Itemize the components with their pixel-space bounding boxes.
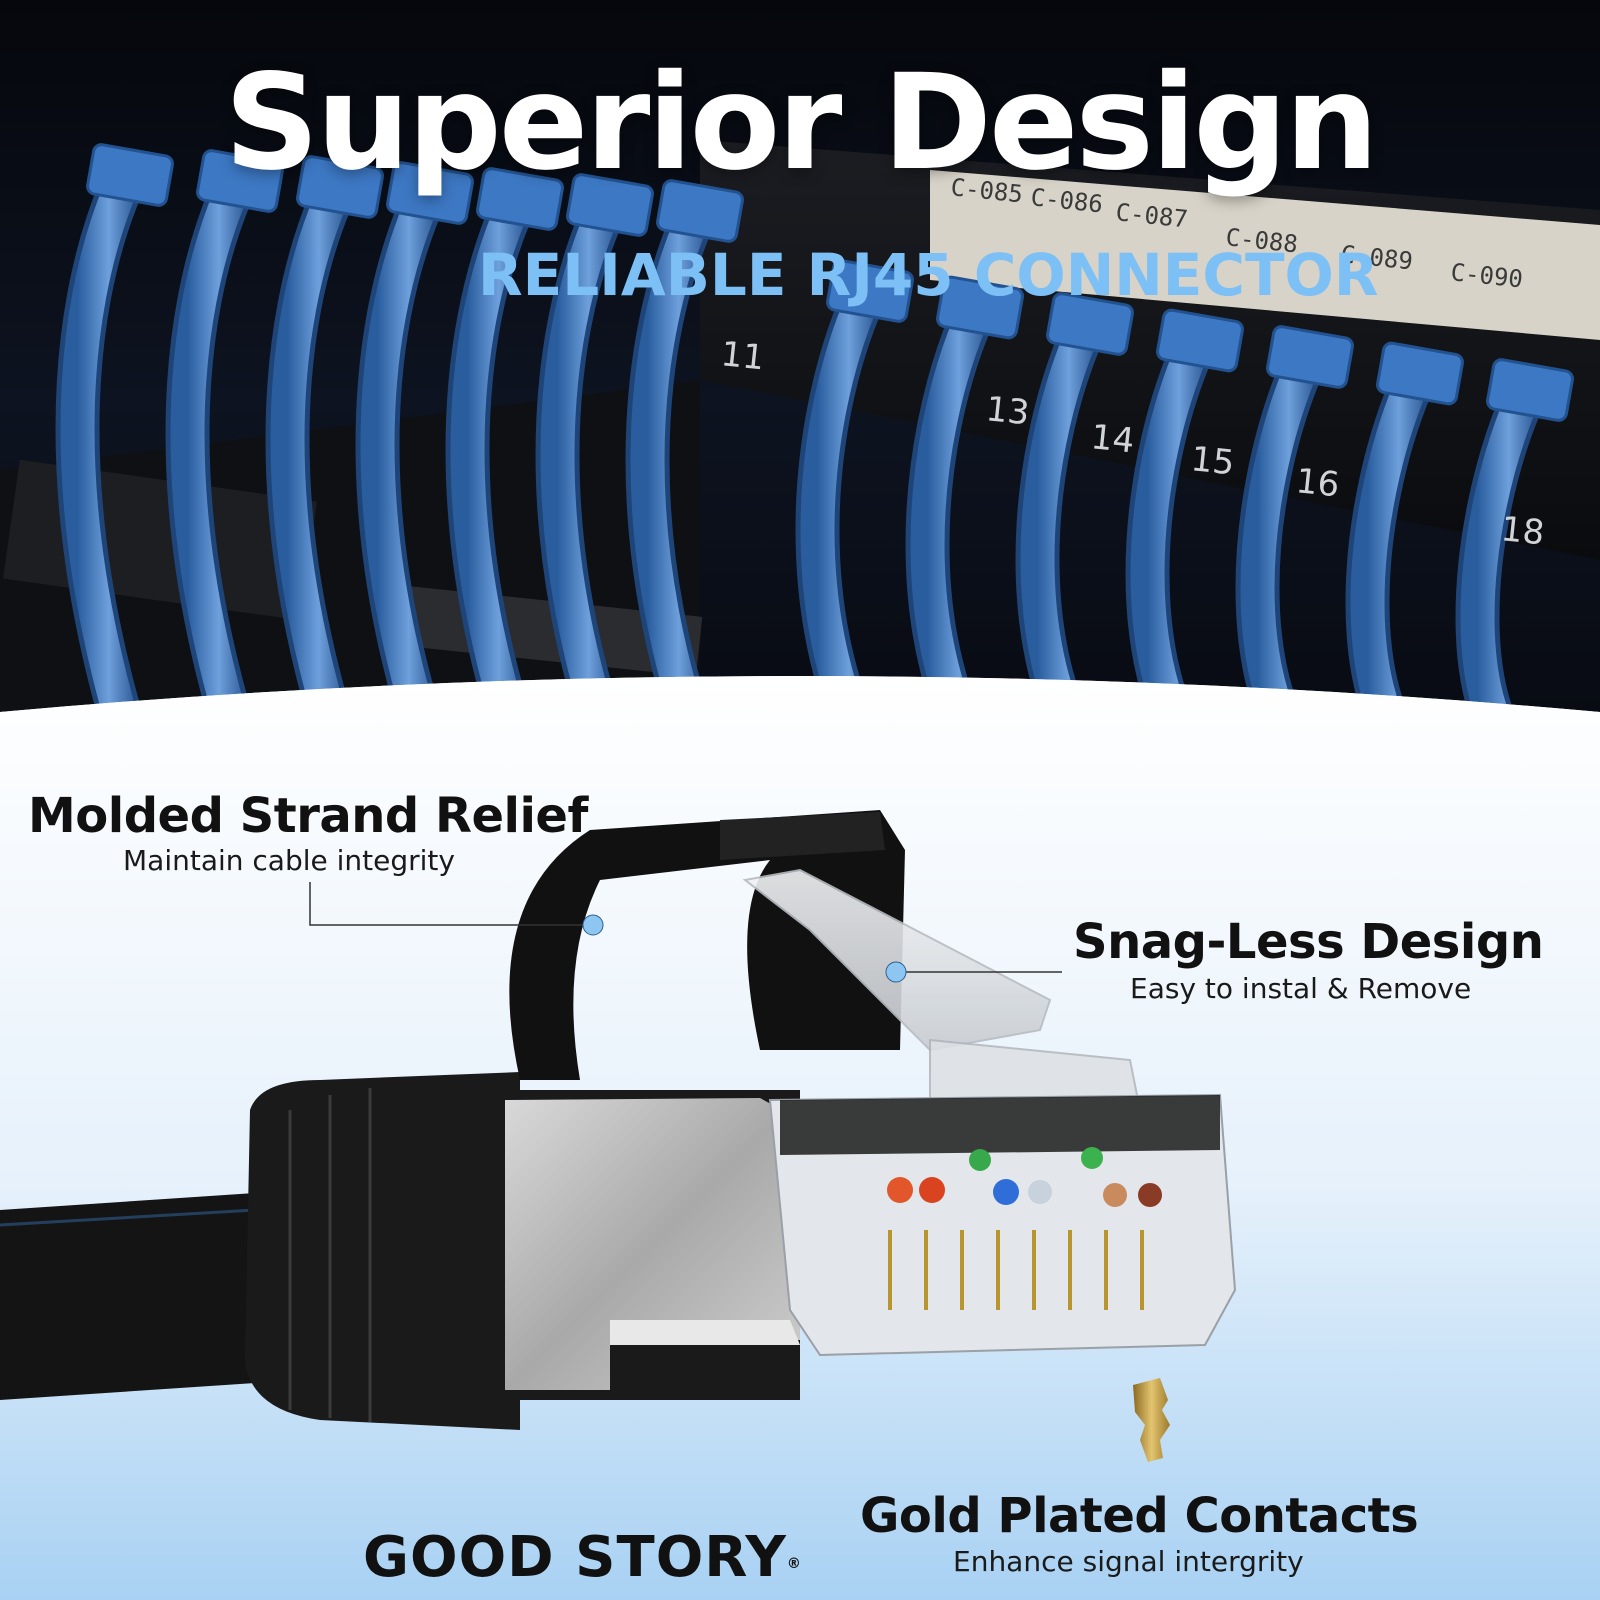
port-number: 18 xyxy=(1499,509,1546,553)
rj45-plug xyxy=(476,167,564,231)
molded-boot xyxy=(245,1072,520,1430)
port-number: 13 xyxy=(984,389,1031,433)
registered-mark: ® xyxy=(786,1556,802,1572)
headline-title: Superior Design xyxy=(224,46,1379,200)
rj45-plug xyxy=(86,143,174,207)
port-number: 15 xyxy=(1189,439,1236,483)
brand-logo: GOOD STORY® xyxy=(363,1526,802,1590)
rj45-plug xyxy=(566,173,654,237)
strand-relief-subtitle: Maintain cable integrity xyxy=(123,844,455,877)
port-number: 14 xyxy=(1089,417,1136,461)
gold-contacts-subtitle: Enhance signal intergrity xyxy=(953,1545,1304,1578)
clear-connector-body xyxy=(768,1093,1237,1357)
rj45-plug xyxy=(296,155,384,219)
callout-leaders xyxy=(309,882,1062,983)
snag-less-title: Snag-Less Design xyxy=(1073,914,1544,970)
patch-cable-highlight xyxy=(270,185,367,797)
gold-contacts-title: Gold Plated Contacts xyxy=(860,1488,1419,1544)
port-number: 11 xyxy=(719,334,766,378)
strand-relief-title: Molded Strand Relief xyxy=(28,788,588,844)
snag-less-hood xyxy=(509,810,905,1080)
clear-latch xyxy=(742,868,1142,1111)
port-number-labels: 11 13 14 15 16 18 xyxy=(719,334,1546,553)
rj45-plug xyxy=(1046,292,1134,356)
rj45-plug xyxy=(1486,358,1574,422)
port-number: 16 xyxy=(1294,461,1341,505)
rj45-plug xyxy=(656,179,744,243)
rj45-plug xyxy=(196,149,284,213)
section-divider-curve xyxy=(0,676,1600,800)
metal-shield xyxy=(500,1090,800,1400)
snag-less-subtitle: Easy to instal & Remove xyxy=(1130,972,1472,1005)
gold-contact-icon xyxy=(1133,1378,1170,1462)
rj45-plug xyxy=(936,275,1024,340)
rj45-plug xyxy=(1376,341,1464,406)
patch-cable-highlight xyxy=(170,179,267,797)
rj45-plug xyxy=(1156,308,1244,373)
cable-jacket xyxy=(0,1190,300,1400)
patch-cable-highlight xyxy=(60,173,157,797)
rj45-plug xyxy=(386,161,474,225)
headline-subtitle: RELIABLE RJ45 CONNECTOR xyxy=(478,241,1379,309)
rj45-plug xyxy=(826,259,914,323)
brand-name: GOOD STORY xyxy=(363,1525,787,1590)
rj45-plug xyxy=(1266,325,1354,389)
